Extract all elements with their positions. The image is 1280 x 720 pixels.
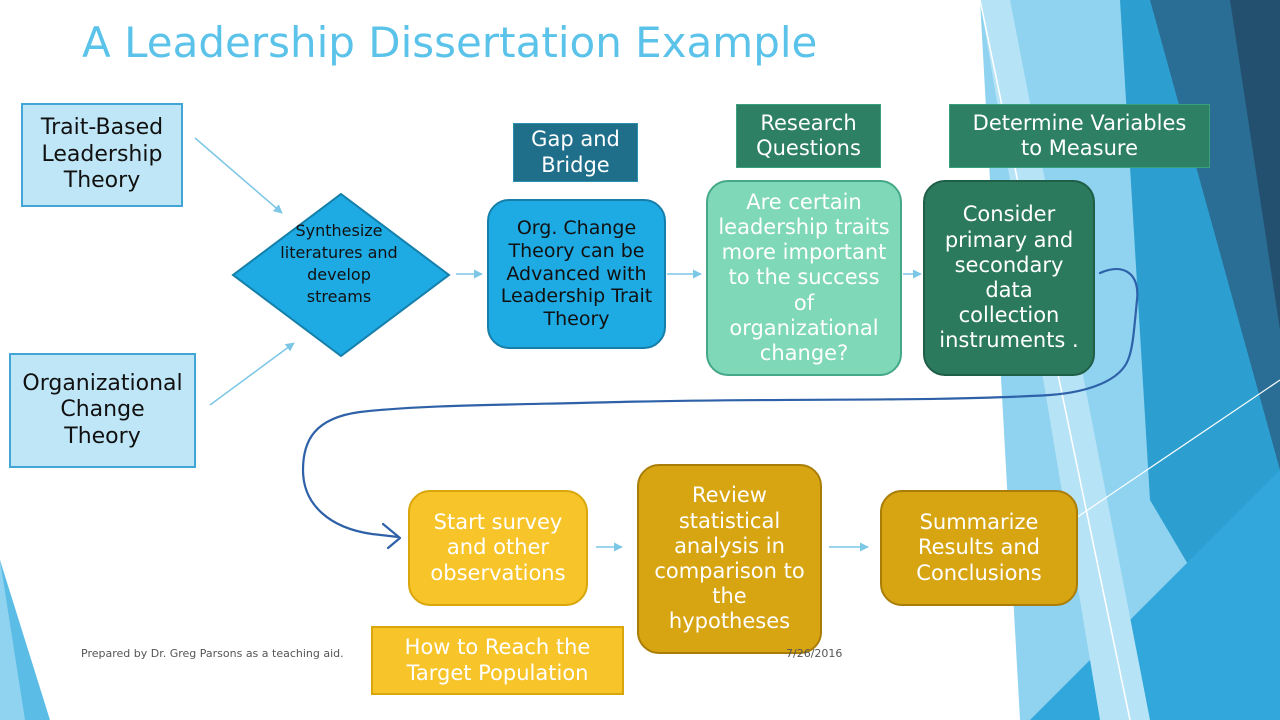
reach-target-population-label: How to Reach the Target Population [371,626,624,695]
review-analysis-box: Review statistical analysis in compariso… [637,464,822,654]
data-collection-box: Consider primary and secondary data coll… [923,180,1095,376]
synthesize-diamond [231,192,451,358]
research-question-box: Are certain leadership traits more impor… [706,180,902,376]
start-survey-box: Start survey and other observations [408,490,588,606]
org-change-advanced-box: Org. Change Theory can be Advanced with … [487,199,666,349]
right-facet-deep [1230,0,1280,330]
summarize-results-box: Summarize Results and Conclusions [880,490,1078,606]
org-change-theory-box: Organizational Change Theory [9,353,196,468]
footer-date: 7/26/2016 [786,647,843,660]
synthesize-diamond-label: Synthesize literatures and develop strea… [280,221,398,307]
gap-bridge-label: Gap and Bridge [513,123,638,182]
research-questions-label: Research Questions [736,104,881,168]
slide-title: A Leadership Dissertation Example [82,18,818,67]
left-facet-thin [0,560,25,720]
footer-credit: Prepared by Dr. Greg Parsons as a teachi… [81,647,344,660]
trait-theory-box: Trait-Based Leadership Theory [21,103,183,207]
determine-variables-label: Determine Variables to Measure [949,104,1210,168]
